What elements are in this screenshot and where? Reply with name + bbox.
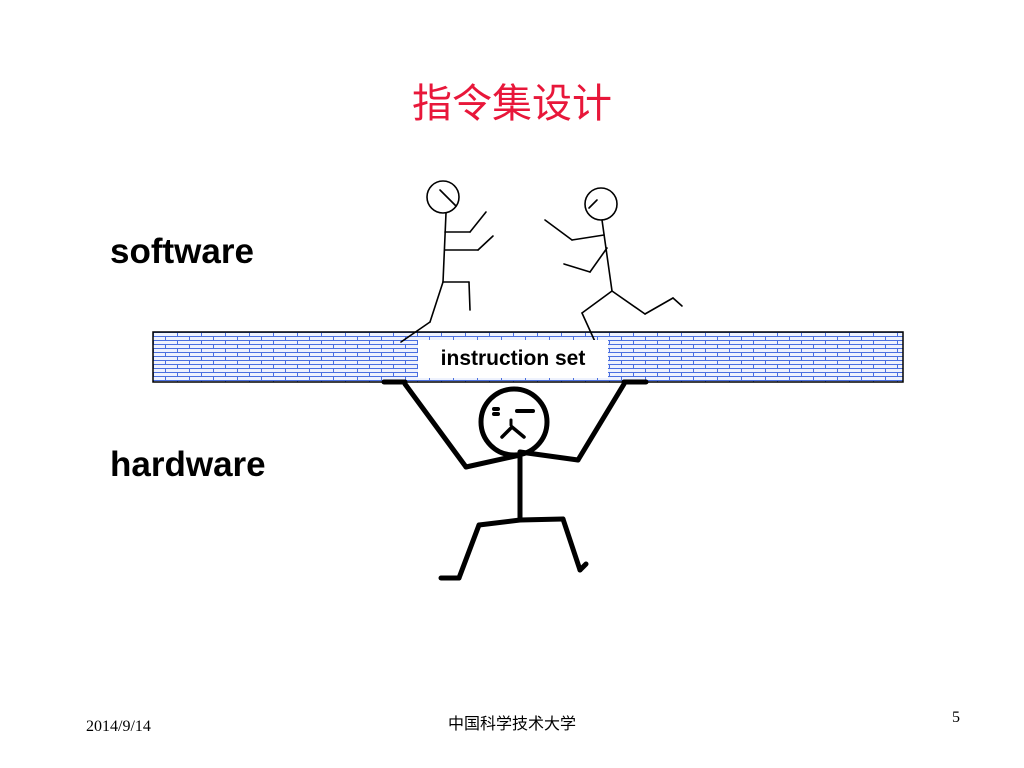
runner-left-figure <box>400 180 494 343</box>
footer-organization: 中国科学技术大学 <box>447 714 576 733</box>
slide-title: 指令集设计 <box>412 81 612 127</box>
frowning-face-icon <box>478 386 550 458</box>
instruction-set-label: instruction set <box>418 340 608 378</box>
runner-right-figure <box>544 187 683 347</box>
footer-date: 2014/9/14 <box>86 718 151 735</box>
carrier-figure <box>381 379 649 581</box>
page-number: 5 <box>952 709 960 726</box>
software-label: software <box>110 232 254 271</box>
hardware-label: hardware <box>110 445 266 484</box>
